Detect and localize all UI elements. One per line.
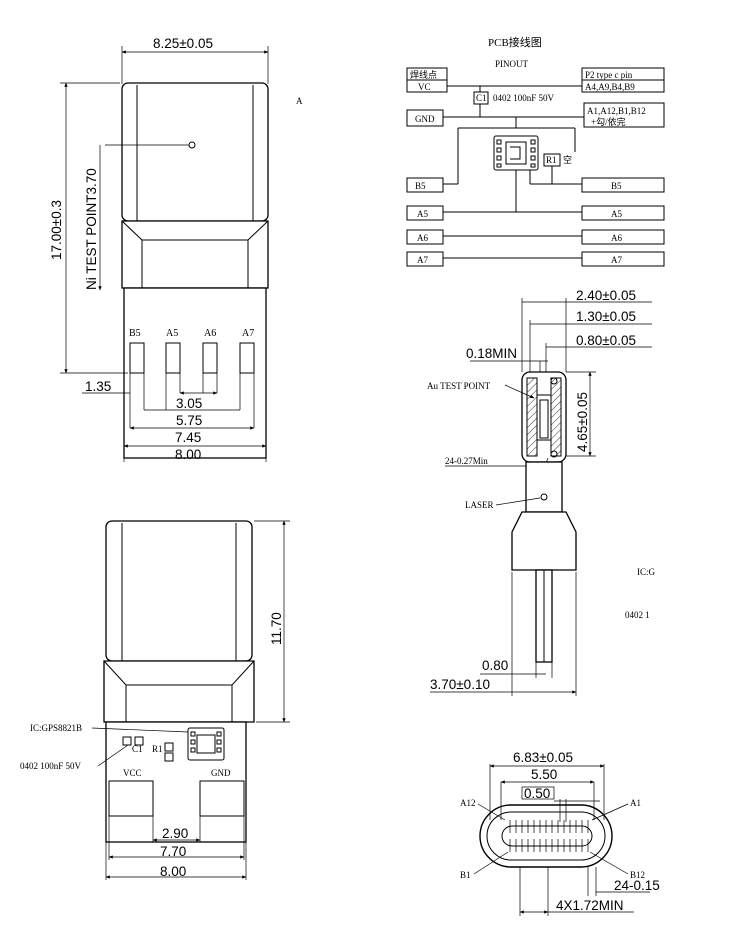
- pin-a1: A1: [630, 798, 641, 808]
- dim-240: 2.40±0.05: [576, 288, 636, 303]
- row-right-a5: A5: [611, 209, 622, 219]
- dim-745: 7.45: [175, 430, 201, 445]
- test-point-label: Ni TEST POINT3.70: [84, 168, 99, 290]
- vcc-pad: [108, 780, 154, 817]
- dim-370: 3.70±0.10: [430, 677, 490, 692]
- end-view: 6.83±0.05 5.50 0.50 A12 A1 B1 B12: [460, 750, 660, 916]
- pad-a5: [165, 342, 181, 374]
- bottom-r1: R1: [152, 744, 163, 754]
- r-0402-label: 0402 1: [625, 610, 650, 620]
- contacts: [509, 820, 589, 852]
- vcc-label: VCC: [123, 768, 142, 778]
- dim-130: 1.30±0.05: [576, 309, 636, 324]
- width-dim: 8.25±0.05: [153, 36, 213, 51]
- dim-135: 1.35: [85, 379, 111, 394]
- tongue: [501, 825, 593, 847]
- dim-1170: 11.70: [269, 612, 284, 645]
- dim-800: 8.00: [175, 447, 201, 462]
- dim-683: 6.83±0.05: [513, 750, 573, 765]
- col-right: P2 type c pin: [585, 70, 633, 80]
- pin-b1: B1: [460, 870, 471, 880]
- dim-575: 5.75: [176, 413, 202, 428]
- pin-b5: B5: [129, 328, 141, 339]
- cap-label: 0402 100nF 50V: [493, 93, 555, 103]
- pin-b12: B12: [630, 870, 645, 880]
- dim-080-bot: 0.80: [482, 658, 508, 673]
- overmould: [121, 82, 269, 222]
- gnd-note: +勾/依完: [591, 116, 626, 127]
- bottom-ic-label: IC:GPS8821B: [30, 723, 82, 733]
- row-right-a7: A7: [611, 255, 622, 265]
- row-left-b5: B5: [415, 181, 426, 191]
- bottom-c1: C1: [132, 744, 143, 754]
- pin-a5: A5: [166, 328, 178, 339]
- col-left: 焊线点: [410, 69, 437, 80]
- gnd-label: GND: [415, 114, 435, 124]
- laser-label: LASER: [465, 500, 494, 510]
- row-left-a6: A6: [417, 233, 428, 243]
- r1-suffix: 空: [563, 154, 572, 165]
- pad-a6: [202, 342, 218, 374]
- dim-050: 0.50: [524, 786, 550, 801]
- bottom-ic-chip: [187, 727, 225, 761]
- vc-pins: A4,A9,B4,B9: [585, 82, 635, 92]
- vc-label: VC: [418, 82, 431, 92]
- row-right-b5: B5: [611, 181, 622, 191]
- dim-465: 4.65±0.05: [575, 392, 590, 452]
- gnd-pins: A1,A12,B1,B12: [587, 106, 646, 116]
- pinout-title: PCB接线图: [488, 35, 542, 49]
- pin-a12: A12: [460, 798, 476, 808]
- au-test-point: Au TEST POINT: [427, 381, 491, 391]
- mark-a: A: [296, 96, 303, 106]
- laser-dot: [540, 493, 548, 501]
- dim-290: 2.90: [162, 826, 188, 841]
- pinout-subtitle: PINOUT: [495, 59, 529, 69]
- pin-a7: A7: [242, 328, 254, 339]
- dim-305: 3.05: [176, 396, 202, 411]
- receptacle-outer: [479, 804, 613, 868]
- bottom-view: 11.70 C1 R1 IC:GPS8821B 0402 100nF 50V V…: [20, 520, 290, 880]
- c1-label: C1: [476, 93, 487, 103]
- row-left-a7: A7: [417, 255, 428, 265]
- pin-a6: A6: [204, 328, 216, 339]
- dim-018: 0.18MIN: [466, 346, 517, 361]
- r1-label: R1: [546, 155, 557, 165]
- dim-027: 24-0.27Min: [445, 456, 488, 466]
- row-left-a5: A5: [417, 209, 428, 219]
- dim-770: 7.70: [160, 844, 186, 859]
- gnd-label-bottom: GND: [211, 768, 231, 778]
- dim-015: 24-0.15: [614, 878, 660, 893]
- dim-550: 5.50: [531, 767, 557, 782]
- side-view: 2.40±0.05 1.30±0.05 0.80±0.05 0.18MIN 4.…: [427, 288, 656, 696]
- dim-172: 4X1.72MIN: [556, 898, 624, 913]
- row-right-a6: A6: [611, 233, 622, 243]
- pinout-diagram: PCB接线图 PINOUT 焊线点 VC P2 type c pin A4,A9…: [406, 35, 665, 267]
- pad-a7: [239, 342, 255, 374]
- gnd-pad: [199, 780, 245, 817]
- pad-b5: [129, 342, 145, 374]
- dim-080: 0.80±0.05: [576, 333, 636, 348]
- height-dim: 17.00±0.3: [49, 200, 64, 260]
- ic-g-label: IC:G: [637, 567, 656, 577]
- dim-800-bot: 8.00: [160, 864, 186, 879]
- bottom-cap-label: 0402 100nF 50V: [20, 761, 82, 771]
- top-view: 8.25±0.05 B5 A5 A6 A7 17.00±0.3 Ni TEST …: [49, 36, 303, 462]
- bottom-overmould: [105, 520, 253, 662]
